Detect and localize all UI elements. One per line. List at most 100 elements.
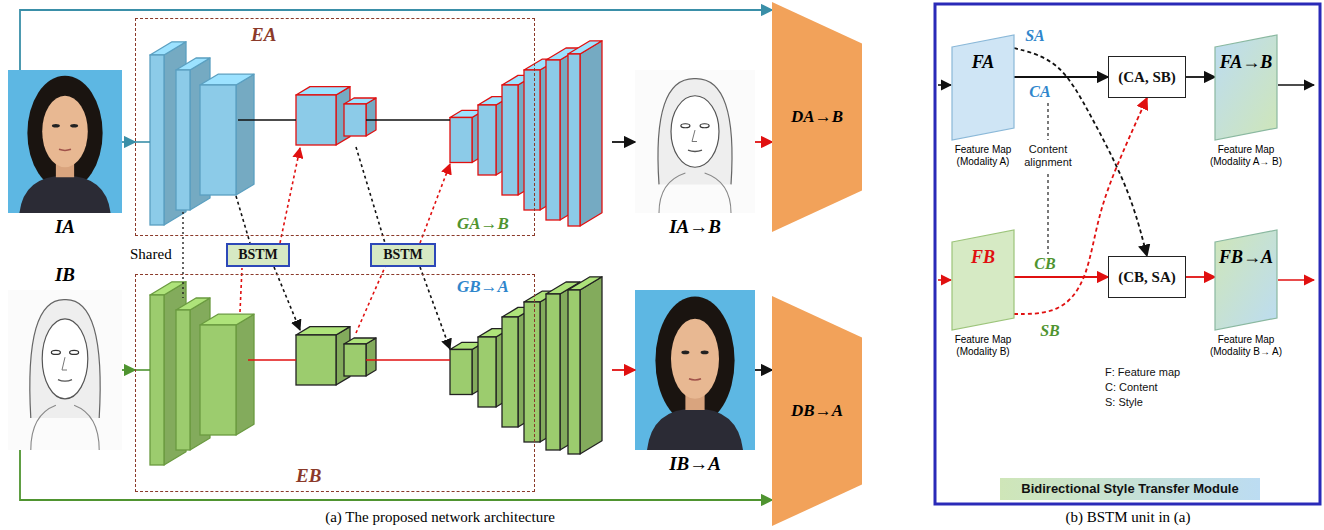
generator: GB→A: [445, 278, 612, 490]
illustration-part: [568, 277, 602, 290]
illustration-part: [200, 74, 254, 85]
node-label: FA→B: [1220, 53, 1272, 73]
illustration-part: [681, 351, 689, 355]
illustration-part: [236, 314, 254, 435]
illustration-part: [671, 319, 719, 399]
illustration-part: [705, 173, 731, 213]
connector: [1014, 276, 1108, 278]
node-outline: [1215, 230, 1277, 330]
feature-map: FB→AFeature Map (Modality B→ A): [1215, 230, 1277, 330]
wire: [420, 267, 450, 349]
node-caption: Feature Map (Modality A→ B): [1204, 144, 1288, 167]
illustration-part: [344, 344, 366, 376]
discriminator: DA→B: [772, 2, 862, 232]
illustration-part: [689, 379, 701, 380]
node-shape: [952, 230, 1014, 330]
illustration-part: [478, 105, 496, 175]
node-shape: [772, 2, 862, 232]
node-label: FA: [972, 53, 994, 73]
feature-map: FA→BFeature Map (Modality A→ B): [1215, 35, 1277, 140]
illustration-part: [52, 124, 60, 128]
illustration-part: [546, 60, 560, 220]
illustration-part: [635, 70, 755, 213]
node-label: EA: [251, 25, 276, 46]
illustration-part: [150, 55, 164, 225]
node-label: EB: [296, 466, 321, 487]
illustration-part: [296, 87, 350, 95]
connector: [1186, 276, 1215, 278]
alignment-note: Content alignment: [1016, 143, 1080, 168]
connector: [1186, 76, 1215, 78]
connector: [755, 369, 772, 371]
illustration-part: [502, 85, 518, 195]
illustration-part: [681, 124, 690, 128]
illustration-part: [200, 325, 236, 435]
illustration-part: [58, 380, 72, 382]
feature-block: [200, 314, 254, 435]
illustration-part: [27, 76, 102, 190]
wire: [366, 359, 450, 361]
illustration-part: [568, 54, 580, 226]
illustration-part: [344, 104, 366, 136]
node-label: IB→A: [669, 454, 721, 475]
node-shape: [1215, 230, 1277, 330]
node-label: FB: [971, 248, 995, 268]
illustration-part: [524, 302, 540, 442]
feature-map: FAFeature Map (Modality A): [952, 35, 1014, 140]
connector: [1014, 76, 1108, 78]
illustration-part: [502, 317, 518, 427]
face-photo: [635, 290, 755, 450]
wire: [274, 267, 300, 330]
illustration-part: [31, 405, 56, 450]
generator: GA→B: [445, 22, 612, 236]
panel-caption: (a) The proposed network architecture: [325, 509, 555, 526]
node-label: DA→B: [791, 108, 843, 127]
wire: [356, 267, 385, 333]
output-sketch: IA→B: [635, 70, 755, 213]
illustration-part: [647, 408, 743, 450]
wire: [238, 119, 296, 121]
illustration-part: [19, 176, 110, 213]
illustration-part: [546, 294, 560, 450]
connector: [612, 141, 635, 143]
feature-block: [200, 74, 254, 195]
connector: [122, 369, 135, 371]
feature-map: FBFeature Map (Modality B): [952, 230, 1014, 330]
wire: [280, 148, 300, 243]
node-label: Bidirectional Style Transfer Module: [1021, 482, 1238, 496]
illustration-part: [701, 351, 709, 355]
edge-label: SB: [1038, 322, 1062, 340]
illustration-part: [59, 149, 71, 150]
module-frame: [935, 4, 1320, 504]
wire: [1278, 84, 1314, 86]
node-caption: Feature Map (Modality B): [941, 334, 1025, 357]
illustration-part: [524, 70, 540, 210]
connector: [755, 141, 772, 143]
illustration-part: [176, 70, 190, 210]
feature-block: [568, 277, 602, 454]
edge-label: CB: [1032, 255, 1057, 273]
illustration-part: [692, 130, 697, 141]
illustration-part: [580, 277, 602, 454]
node-label: GB→A: [457, 278, 509, 297]
output-photo: IB→A: [635, 290, 755, 450]
wire: [366, 119, 450, 121]
illustration-part: [70, 350, 79, 354]
connector: [612, 369, 635, 371]
illustration-part: [635, 290, 755, 450]
encoder-group: EA: [135, 18, 535, 236]
input-photo: IA: [8, 70, 122, 213]
node-label: GA→B: [457, 215, 509, 234]
wire: [182, 212, 183, 298]
illustration-part: [580, 41, 602, 226]
node-outline: [1215, 35, 1277, 140]
feature-block: [296, 87, 350, 145]
illustration-part: [450, 350, 472, 395]
node-label: IA: [55, 217, 75, 238]
illustration-part: [568, 290, 580, 454]
node-label: FB→A: [1219, 248, 1273, 268]
illustration-part: [200, 314, 254, 325]
edge-label: CA: [1027, 83, 1052, 101]
node-shape: [772, 296, 862, 526]
